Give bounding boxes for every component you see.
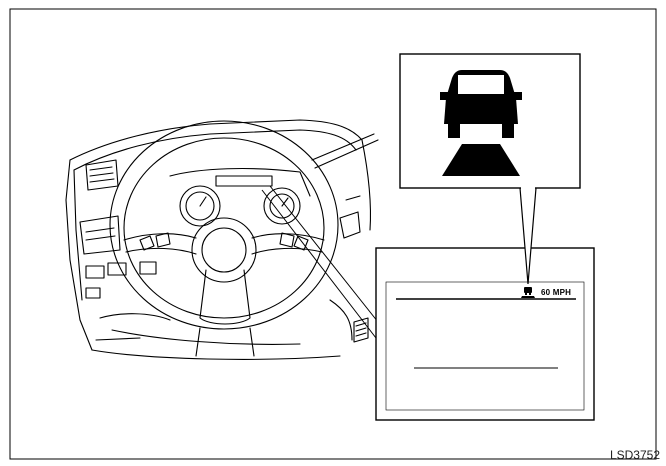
lane-car-icon: [521, 287, 535, 298]
speed-readout: 60 MPH: [541, 288, 572, 297]
car-on-lane-icon: [440, 70, 522, 176]
figure-frame: [9, 8, 657, 460]
zoomed-display-box: [375, 247, 595, 421]
zoom-leader-lines: [261, 185, 379, 339]
dashboard-drawing: [65, 119, 379, 360]
display-screen: [385, 281, 585, 411]
callout-box: [399, 53, 581, 285]
callout-pointer: [519, 187, 537, 285]
figure-code-label: LSD3752: [609, 448, 660, 462]
